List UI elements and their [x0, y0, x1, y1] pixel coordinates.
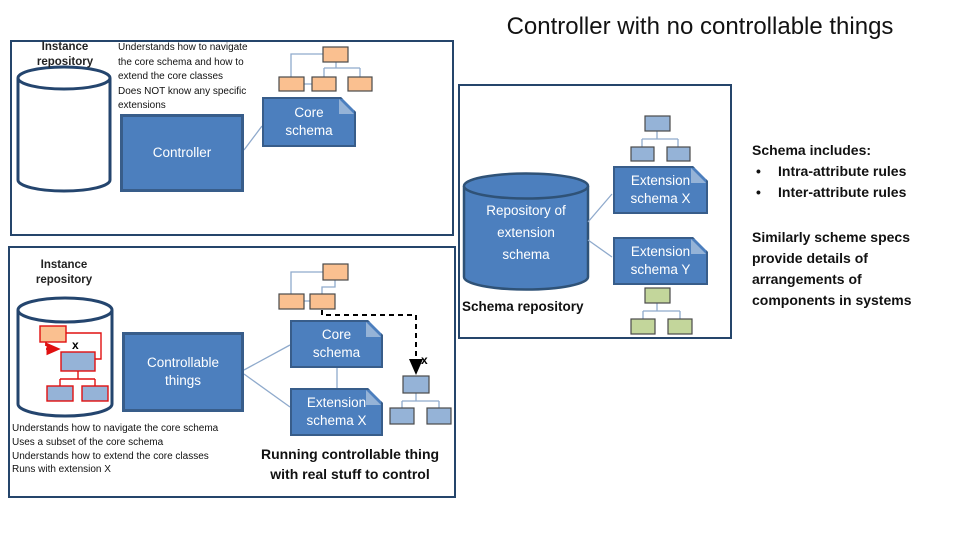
tree-node: [666, 146, 691, 162]
instance-repository-label-2: Instance repository: [35, 259, 93, 286]
running-thing-tree: [389, 375, 452, 425]
note-line: Runs with extension X: [12, 464, 111, 476]
controllable-things-label: Controllable things: [146, 354, 220, 388]
tree-node: [60, 351, 96, 372]
extension-repository-cylinder-label: Repository of extension schema: [486, 203, 566, 262]
instance-repository-cylinder: [16, 65, 112, 193]
tree-node: [39, 325, 67, 343]
tree-node: [630, 318, 656, 335]
tree-node: [426, 407, 452, 425]
extension-schema-y-label: Extension schema Y: [630, 243, 691, 277]
instance-repository-label: Instance repository: [36, 41, 94, 68]
tree-node: [644, 115, 671, 132]
tree-node: [389, 407, 415, 425]
core-class-tree: [278, 46, 373, 92]
controllable-to-extension-x-connector: [243, 373, 291, 408]
extension-schema-y-box: Extension schema Y: [613, 237, 708, 285]
tree-node: [278, 293, 305, 310]
extension-schema-x-2-label: Extension schema X: [306, 394, 367, 428]
tree-node: [644, 287, 671, 304]
tree-node: [311, 76, 337, 92]
extension-y-tree: [630, 287, 693, 335]
extension-x-tree: [630, 115, 691, 162]
tree-node: [630, 146, 655, 162]
controller-description: Understands how to navigate the core sch…: [118, 42, 248, 111]
core-schema-box-2: Core schema: [290, 320, 383, 368]
tree-node: [46, 385, 74, 402]
tree-node: [309, 293, 336, 310]
core-schema-box-label: Core schema: [285, 104, 333, 138]
panel-controllable-things: [8, 246, 456, 498]
controller-box-label: Controller: [152, 144, 212, 160]
controllable-things-box: Controllable things: [122, 332, 244, 412]
controllable-notes: Understands how to navigate the core sch…: [12, 422, 262, 477]
schema-repository-caption: Schema repository: [462, 299, 584, 314]
x-marker-instance: x: [72, 338, 79, 352]
panel-schema-repository: [458, 84, 732, 339]
instance-tree-red: [39, 325, 109, 402]
tree-node: [667, 318, 693, 335]
core-schema-box-2-label: Core schema: [312, 326, 361, 360]
controller-box: Controller: [120, 114, 244, 192]
note-line: Uses a subset of the core schema: [12, 436, 164, 448]
controllable-to-core-schema-connector: [243, 344, 291, 371]
list-item: Inter-attribute rules: [752, 182, 952, 203]
tree-node: [347, 76, 373, 92]
tree-node: [402, 375, 430, 394]
list-item: Intra-attribute rules: [752, 161, 952, 182]
note-line: Understands how to extend the core class…: [12, 450, 209, 462]
tree-node: [278, 76, 305, 92]
extension-repository-cylinder: [462, 172, 590, 291]
extension-schema-x-label: Extension schema X: [630, 172, 691, 206]
slide-title: Controller with no controllable things: [506, 13, 894, 40]
extension-schema-x-box: Extension schema X: [613, 166, 708, 214]
core-schema-box: Core schema: [262, 97, 356, 147]
schema-includes-heading: Schema includes:: [752, 142, 872, 158]
schema-includes-list: Intra-attribute rules Inter-attribute ru…: [752, 161, 952, 203]
x-marker-extension: x: [421, 353, 428, 367]
repository-to-extension-x-connector: [587, 193, 613, 223]
core-class-tree-2: [278, 263, 349, 310]
running-thing-caption: Running controllable thing with real stu…: [260, 446, 440, 482]
panel-controller: [10, 40, 454, 236]
tree-node: [81, 385, 109, 402]
tree-node: [322, 46, 349, 63]
extension-instantiation-dashed-arrow: [321, 310, 423, 375]
note-line: Understands how to navigate the core sch…: [12, 423, 219, 434]
tree-node: [322, 263, 349, 281]
controller-to-core-schema-connector: [243, 125, 263, 151]
extension-schema-x-box-2: Extension schema X: [290, 388, 383, 436]
repository-to-extension-y-connector: [587, 239, 613, 258]
scheme-specs-paragraph: Similarly scheme specs provide details o…: [752, 229, 912, 308]
